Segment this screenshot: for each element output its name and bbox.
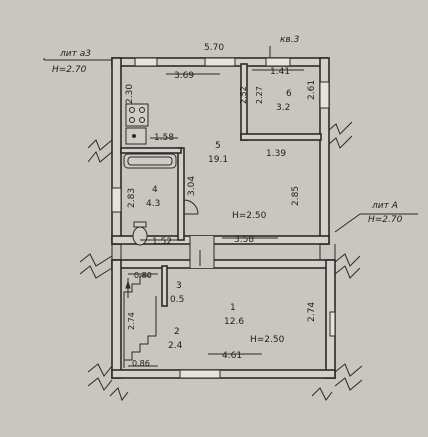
dim-room5-right: 2.85 xyxy=(291,186,301,206)
dim-room4-bottom: 1.52 xyxy=(152,237,172,247)
room3-area: 0.5 xyxy=(170,295,184,305)
room1-area: 12.6 xyxy=(224,317,244,327)
dim-room1-right: 2.74 xyxy=(307,302,317,322)
dim-stair-top: 0.80 xyxy=(134,271,152,280)
toilet-icon xyxy=(132,221,148,246)
room2-area: 2.4 xyxy=(168,341,183,351)
room5-height: H=2.50 xyxy=(232,211,267,221)
lower-block-walls xyxy=(111,236,336,379)
dim-room1-bottom: 4.61 xyxy=(222,351,242,361)
room5-number: 5 xyxy=(215,141,221,151)
dim-right-upper: 2.61 xyxy=(307,80,317,100)
dim-left-upper: 2.30 xyxy=(125,84,135,104)
room1-height: H=2.50 xyxy=(250,335,285,345)
dimension-ticks xyxy=(128,69,304,367)
dim-room5-top: 3.69 xyxy=(174,71,194,81)
dim-room5-bottom: 3.58 xyxy=(234,235,254,245)
room4-area: 4.3 xyxy=(146,199,160,209)
stove-icon xyxy=(125,103,149,127)
dim-room6-left-b: 2.27 xyxy=(255,86,264,104)
dim-stair-side: 2.74 xyxy=(127,312,136,330)
dim-room6-top: 1.41 xyxy=(270,67,290,77)
sink-icon xyxy=(125,127,147,145)
room1-number: 1 xyxy=(230,303,236,313)
lit-leaders xyxy=(43,46,418,233)
lit-left-height: H=2.70 xyxy=(52,65,87,75)
dim-room6-bottom: 1.39 xyxy=(266,149,286,159)
dim-room6-left-a: 2.52 xyxy=(239,86,248,104)
lit-right-label: лит А xyxy=(371,201,398,211)
apartment-label: кв.3 xyxy=(280,35,300,45)
wall-break-marks xyxy=(79,121,363,402)
dim-top-total: 5.70 xyxy=(204,43,224,53)
bathtub-icon xyxy=(123,153,177,169)
lit-right-height: H=2.70 xyxy=(368,215,403,225)
room6-number: 6 xyxy=(286,89,292,99)
room2-number: 2 xyxy=(174,327,180,337)
room3-number: 3 xyxy=(176,281,182,291)
upper-block-walls xyxy=(111,57,330,245)
dim-room5-left: 3.04 xyxy=(187,176,197,196)
door-swings xyxy=(183,199,199,215)
room6-area: 3.2 xyxy=(276,103,290,113)
dim-stair-bottom: 0.86 xyxy=(132,359,150,368)
room5-area: 19.1 xyxy=(208,155,228,165)
lit-left-label: лит а3 xyxy=(59,49,91,59)
stairs-icon xyxy=(123,275,157,368)
dim-room4-height: 2.83 xyxy=(127,188,137,208)
room4-number: 4 xyxy=(152,185,158,195)
